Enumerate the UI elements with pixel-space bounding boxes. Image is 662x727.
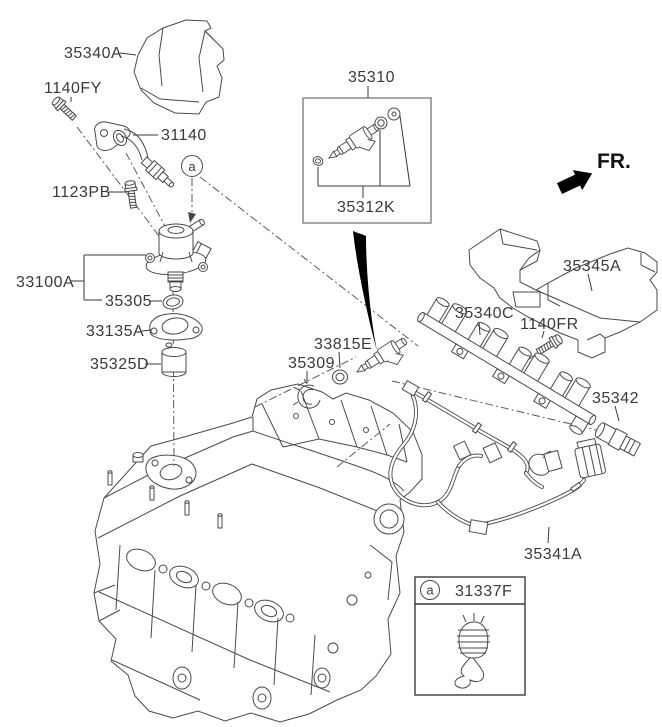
part-label-1140fy[interactable]: 1140FY: [44, 80, 102, 97]
detail-box: a 31337F: [414, 576, 526, 696]
clip-35309-drawing: [292, 378, 321, 409]
part-label-35305[interactable]: 35305: [105, 293, 152, 310]
part-label-1123pb[interactable]: 1123PB: [52, 184, 111, 201]
part-label-31337f[interactable]: 31337F: [455, 583, 512, 600]
engine-cover-drawing: [133, 19, 225, 115]
fuel-rail-drawing: [417, 297, 597, 435]
part-label-33815e[interactable]: 33815E: [314, 336, 372, 353]
part-label-33100a[interactable]: 33100A: [16, 274, 74, 291]
detail-box-callout-letter: a: [426, 583, 434, 598]
part-label-35342[interactable]: 35342: [592, 390, 639, 407]
part-label-35340a[interactable]: 35340A: [64, 45, 122, 62]
assembly-callout[interactable]: a: [181, 155, 203, 177]
part-label-35310[interactable]: 35310: [348, 69, 395, 86]
assembly-callout-letter: a: [188, 159, 196, 174]
wiring-harness-drawing: [388, 379, 606, 536]
filter-35325d-drawing: [161, 342, 187, 377]
part-label-35309[interactable]: 35309: [288, 355, 335, 372]
part-label-31140[interactable]: 31140: [161, 127, 207, 144]
assembly-arrowhead: [188, 212, 196, 223]
part-label-1140fr[interactable]: 1140FR: [520, 316, 579, 333]
part-label-35312k[interactable]: 35312K: [337, 199, 395, 216]
gasket-33135a-drawing: [149, 313, 203, 341]
harness-connector-drawing: [574, 437, 606, 479]
engine-block-drawing: [93, 383, 423, 723]
front-direction-label: FR.: [597, 150, 631, 173]
grommet-31337f-drawing: [454, 613, 490, 689]
bolt-1123pb-drawing: [123, 179, 140, 210]
pressure-sensor-drawing: [594, 422, 642, 457]
part-number-labels: 35340A 1140FY 31140 1123PB 33100A 35305 …: [16, 45, 639, 563]
bolt-1140fy-drawing: [49, 94, 79, 123]
part-label-35345a[interactable]: 35345A: [563, 258, 621, 275]
rail-cover-drawing: [468, 228, 658, 359]
part-label-33135a[interactable]: 33135A: [86, 323, 144, 340]
o-ring-35305-drawing: [162, 294, 184, 310]
part-label-35341a[interactable]: 35341A: [524, 546, 582, 563]
front-direction-indicator: FR.: [556, 150, 631, 194]
assembly-guide-lines: [76, 126, 601, 468]
front-arrow-icon: [556, 170, 593, 194]
high-pressure-pipe-drawing: [94, 121, 175, 188]
high-pressure-pump-drawing: [145, 218, 212, 292]
leader-lines: [70, 52, 620, 544]
part-label-35340c[interactable]: 35340C: [455, 305, 514, 322]
detail-box-callout-circle[interactable]: [420, 580, 440, 600]
injector-kit-box: [302, 97, 432, 224]
pointer-wedge: [353, 231, 377, 351]
part-label-35325d[interactable]: 35325D: [90, 356, 149, 373]
seal-ring-drawing: [332, 369, 348, 385]
